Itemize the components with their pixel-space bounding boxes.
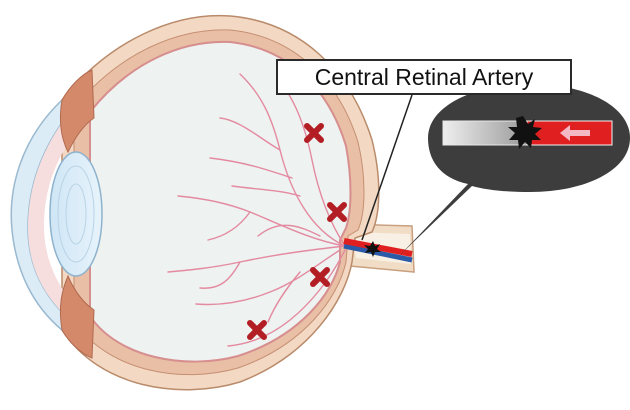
retinal-vessels <box>167 73 346 347</box>
lens <box>49 151 103 277</box>
flow-arrow-icon <box>560 125 590 141</box>
blocked-segment <box>442 120 528 146</box>
blockage-cross-icon <box>327 202 347 222</box>
callout-bubble <box>400 84 630 255</box>
iris-upper <box>59 69 95 154</box>
anterior-chamber <box>28 112 72 318</box>
central-retinal-vein <box>343 243 413 263</box>
clot-burst-icon <box>508 116 542 149</box>
central-retinal-artery <box>343 238 413 257</box>
vitreous-body <box>89 40 352 363</box>
blockage-cross-icon <box>310 267 330 287</box>
clot-burst-icon <box>364 241 381 257</box>
artery-label: Central Retinal Artery <box>276 59 572 95</box>
label-leader-line <box>361 94 413 241</box>
blockage-cross-icon <box>247 320 267 340</box>
blockage-cross-icon <box>304 123 324 143</box>
iris-lower <box>59 274 95 359</box>
